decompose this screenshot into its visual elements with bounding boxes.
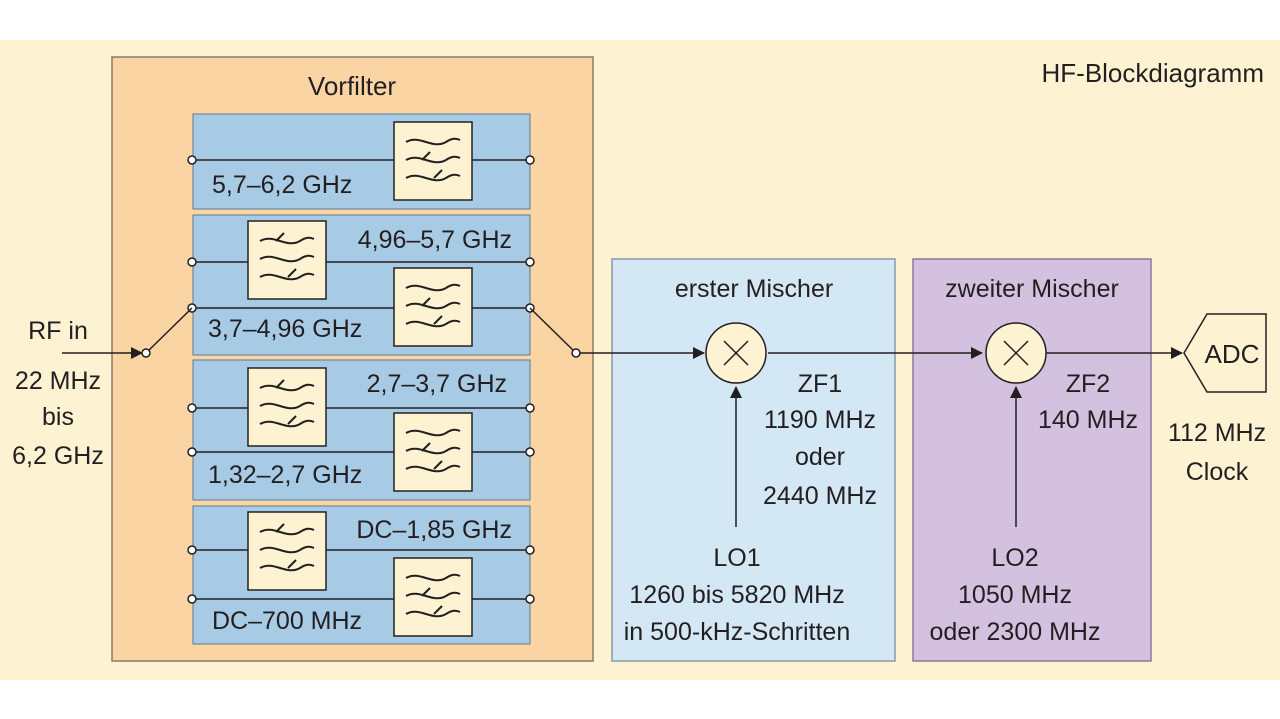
prefilter-panel: Vorfilter — [111, 56, 594, 662]
bandpass-filter-icon — [247, 511, 327, 591]
lo2-line-3: oder 2300 MHz — [930, 618, 1101, 646]
hf-block-diagram: HF-Blockdiagramm Vorfilter — [0, 40, 1280, 680]
mixer-icon — [985, 322, 1047, 384]
filter-path-lines — [192, 159, 530, 600]
mixer2-title: zweiter Mischer — [945, 275, 1119, 303]
filter-label-5: 1,32–2,7 GHz — [208, 461, 362, 489]
filter-label-1: 5,7–6,2 GHz — [212, 171, 352, 199]
bandpass-filter-icon — [247, 220, 327, 300]
mixer1-title: erster Mischer — [675, 275, 833, 303]
path-terminals — [187, 155, 535, 604]
mixer-icon — [705, 322, 767, 384]
lo2-label: LO2 — [991, 544, 1038, 572]
zf1-line-3: oder — [795, 443, 845, 471]
diagram-title: HF-Blockdiagramm — [1042, 58, 1265, 88]
rf-input: RF in 22 MHz bis 6,2 GHz — [12, 317, 143, 470]
rf-range-line-2: bis — [42, 403, 74, 431]
filter-label-3: 3,7–4,96 GHz — [208, 315, 362, 343]
filter-label-7: DC–700 MHz — [212, 607, 362, 635]
lo2-line-2: 1050 MHz — [958, 581, 1072, 609]
mixer2-panel — [912, 258, 1152, 662]
rf-range-line-1: 22 MHz — [15, 367, 101, 395]
zf1-label: ZF1 — [798, 370, 842, 398]
bandpass-filter-icon — [393, 121, 473, 201]
filter-band-1 — [192, 113, 531, 210]
lo1-line-2: 1260 bis 5820 MHz — [629, 581, 844, 609]
mixer1-panel — [611, 258, 896, 662]
bandpass-filter-icon — [393, 412, 473, 492]
zf1-line-4: 2440 MHz — [763, 482, 877, 510]
switch-icon — [141, 307, 193, 358]
filter-label-4: 2,7–3,7 GHz — [367, 370, 507, 398]
adc-icon: ADC — [1183, 313, 1267, 393]
adc-label: ADC — [1205, 339, 1260, 369]
prefilter-title: Vorfilter — [308, 71, 396, 101]
rf-in-label: RF in — [28, 317, 88, 345]
adc-clock-line-1: 112 MHz — [1168, 419, 1266, 447]
bandpass-filter-icon — [393, 557, 473, 637]
zf1-line-2: 1190 MHz — [764, 406, 876, 434]
bandpass-filter-icon — [247, 367, 327, 447]
signal-path — [580, 347, 1183, 527]
adc-clock-line-2: Clock — [1186, 458, 1249, 486]
lo1-label: LO1 — [713, 544, 760, 572]
rf-range-line-3: 6,2 GHz — [12, 442, 104, 470]
zf2-line-2: 140 MHz — [1038, 406, 1138, 434]
zf2-label: ZF2 — [1066, 370, 1110, 398]
bandpass-filter-icon — [393, 267, 473, 347]
lo1-line-3: in 500-kHz-Schritten — [624, 618, 850, 646]
filter-label-2: 4,96–5,7 GHz — [358, 226, 512, 254]
filter-label-6: DC–1,85 GHz — [356, 516, 512, 544]
